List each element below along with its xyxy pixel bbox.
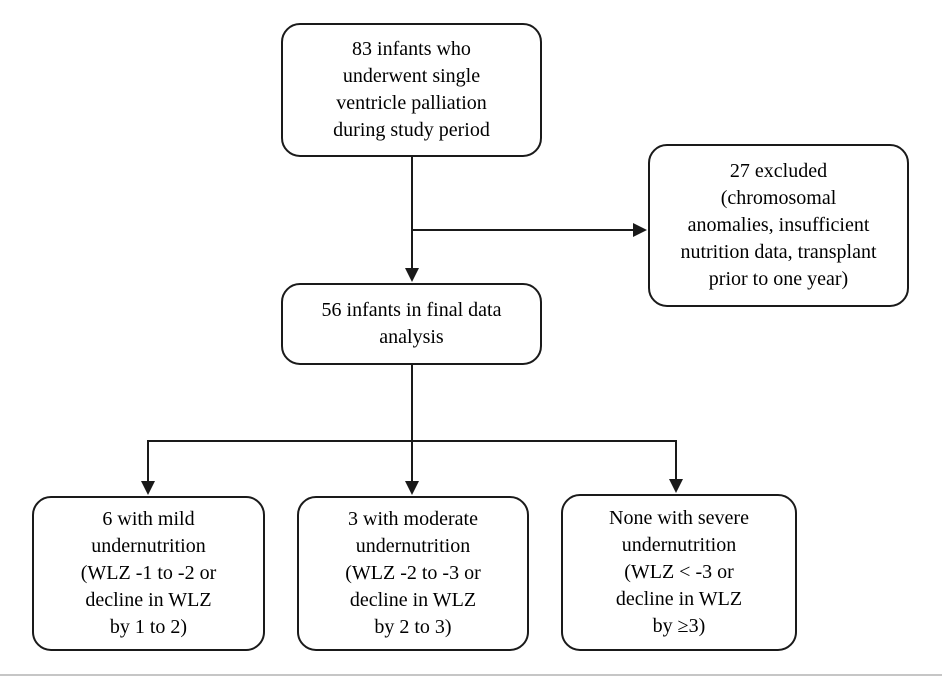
figure-bottom-rule [0, 674, 942, 676]
flow-box-excluded: 27 excluded (chromosomal anomalies, insu… [648, 144, 909, 307]
flow-box-mild-undernutrition: 6 with mild undernutrition (WLZ -1 to -2… [32, 496, 265, 651]
flow-box-moderate-undernutrition: 3 with moderate undernutrition (WLZ -2 t… [297, 496, 529, 651]
flow-box-severe-undernutrition: None with severe undernutrition (WLZ < -… [561, 494, 797, 651]
flow-box-final-analysis: 56 infants in final data analysis [281, 283, 542, 365]
flow-box-initial-cohort: 83 infants who underwent single ventricl… [281, 23, 542, 157]
